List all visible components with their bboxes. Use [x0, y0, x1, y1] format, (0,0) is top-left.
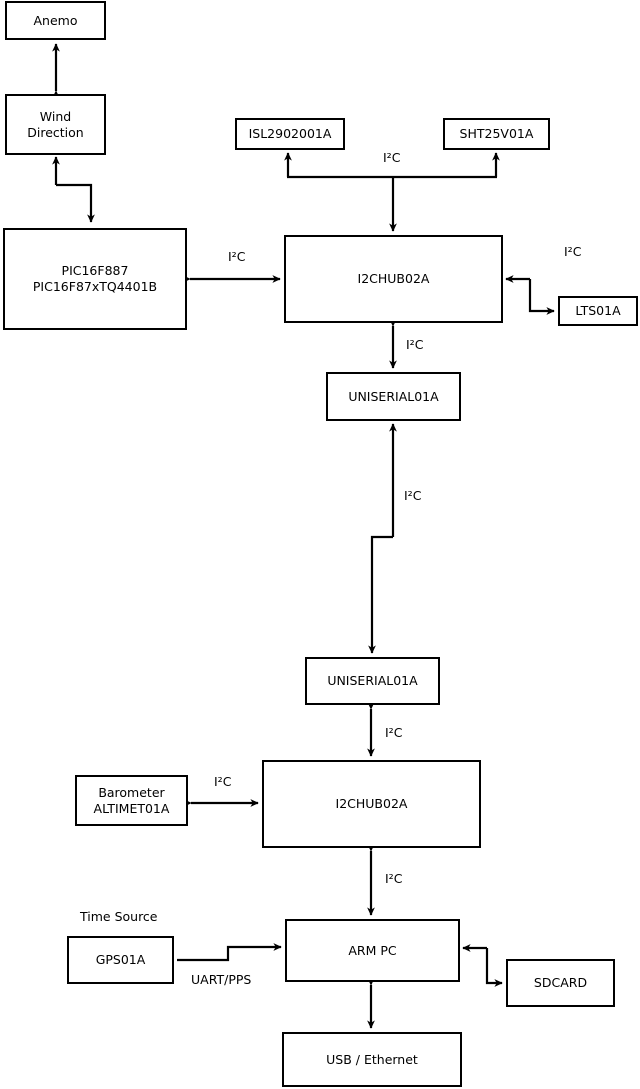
node-usb-ethernet-label: USB / Ethernet — [326, 1051, 418, 1067]
node-isl2902001a-label: ISL2902001A — [248, 126, 332, 142]
node-uniserial01a-bottom[interactable]: UNISERIAL01A — [305, 657, 440, 705]
node-gps01a-label: GPS01A — [95, 952, 146, 968]
node-i2chub02a-top-label: I2CHUB02A — [357, 271, 430, 287]
wire-label-i2c-pic-hub: I²C — [228, 249, 246, 264]
node-isl2902001a[interactable]: ISL2902001A — [235, 118, 345, 150]
node-lts01a-label: LTS01A — [575, 303, 621, 319]
node-uniserial01a-top[interactable]: UNISERIAL01A — [326, 372, 461, 421]
wire-wind-pic-path — [56, 183, 95, 223]
wire-label-i2c-barometer-hub: I²C — [214, 774, 232, 789]
wire-label-i2c-sensor-bus: I²C — [383, 150, 401, 165]
node-anemo-label: Anemo — [33, 12, 78, 28]
node-arm-pc-label: ARM PC — [348, 942, 397, 958]
node-gps01a[interactable]: GPS01A — [67, 936, 174, 984]
node-sht25v01a-label: SHT25V01A — [459, 126, 534, 142]
node-usb-ethernet[interactable]: USB / Ethernet — [282, 1032, 462, 1087]
wire-hub-lts-path — [528, 279, 555, 315]
node-barometer-altimet01a[interactable]: Barometer ALTIMET01A — [75, 775, 188, 826]
node-uniserial01a-top-label: UNISERIAL01A — [348, 388, 439, 404]
node-sdcard-label: SDCARD — [533, 975, 588, 991]
node-lts01a[interactable]: LTS01A — [558, 296, 638, 326]
node-i2chub02a-top[interactable]: I2CHUB02A — [284, 235, 503, 323]
wire-label-uart-pps: UART/PPS — [191, 972, 252, 987]
node-i2chub02a-bottom-label: I2CHUB02A — [335, 796, 408, 812]
node-sht25v01a[interactable]: SHT25V01A — [443, 118, 550, 150]
node-sdcard[interactable]: SDCARD — [506, 959, 615, 1007]
node-anemo[interactable]: Anemo — [5, 1, 106, 40]
node-i2chub02a-bottom[interactable]: I2CHUB02A — [262, 760, 481, 848]
wire-label-i2c-hub-lts: I²C — [564, 244, 582, 259]
node-pic-mcu[interactable]: PIC16F887 PIC16F87xTQ4401B — [3, 228, 187, 330]
wire-label-i2c-uniserial-link: I²C — [404, 488, 422, 503]
node-uniserial01a-bottom-label: UNISERIAL01A — [327, 673, 418, 689]
time-source-label: Time Source — [80, 909, 158, 924]
wire-uniserial-link-path — [368, 535, 393, 654]
node-barometer-altimet01a-label: Barometer ALTIMET01A — [93, 784, 170, 816]
wire-armpc-sd-path — [485, 948, 503, 987]
node-arm-pc[interactable]: ARM PC — [285, 919, 460, 982]
node-wind-direction[interactable]: Wind Direction — [5, 94, 106, 155]
wire-label-i2c-hub-armpc: I²C — [385, 871, 403, 886]
wire-label-i2c-hub-uniserial: I²C — [406, 337, 424, 352]
node-wind-direction-label: Wind Direction — [27, 108, 84, 140]
wire-label-i2c-uniserial-hub-bottom: I²C — [385, 725, 403, 740]
wire-gps-armpc — [177, 943, 282, 962]
node-pic-mcu-label: PIC16F887 PIC16F87xTQ4401B — [32, 263, 158, 294]
